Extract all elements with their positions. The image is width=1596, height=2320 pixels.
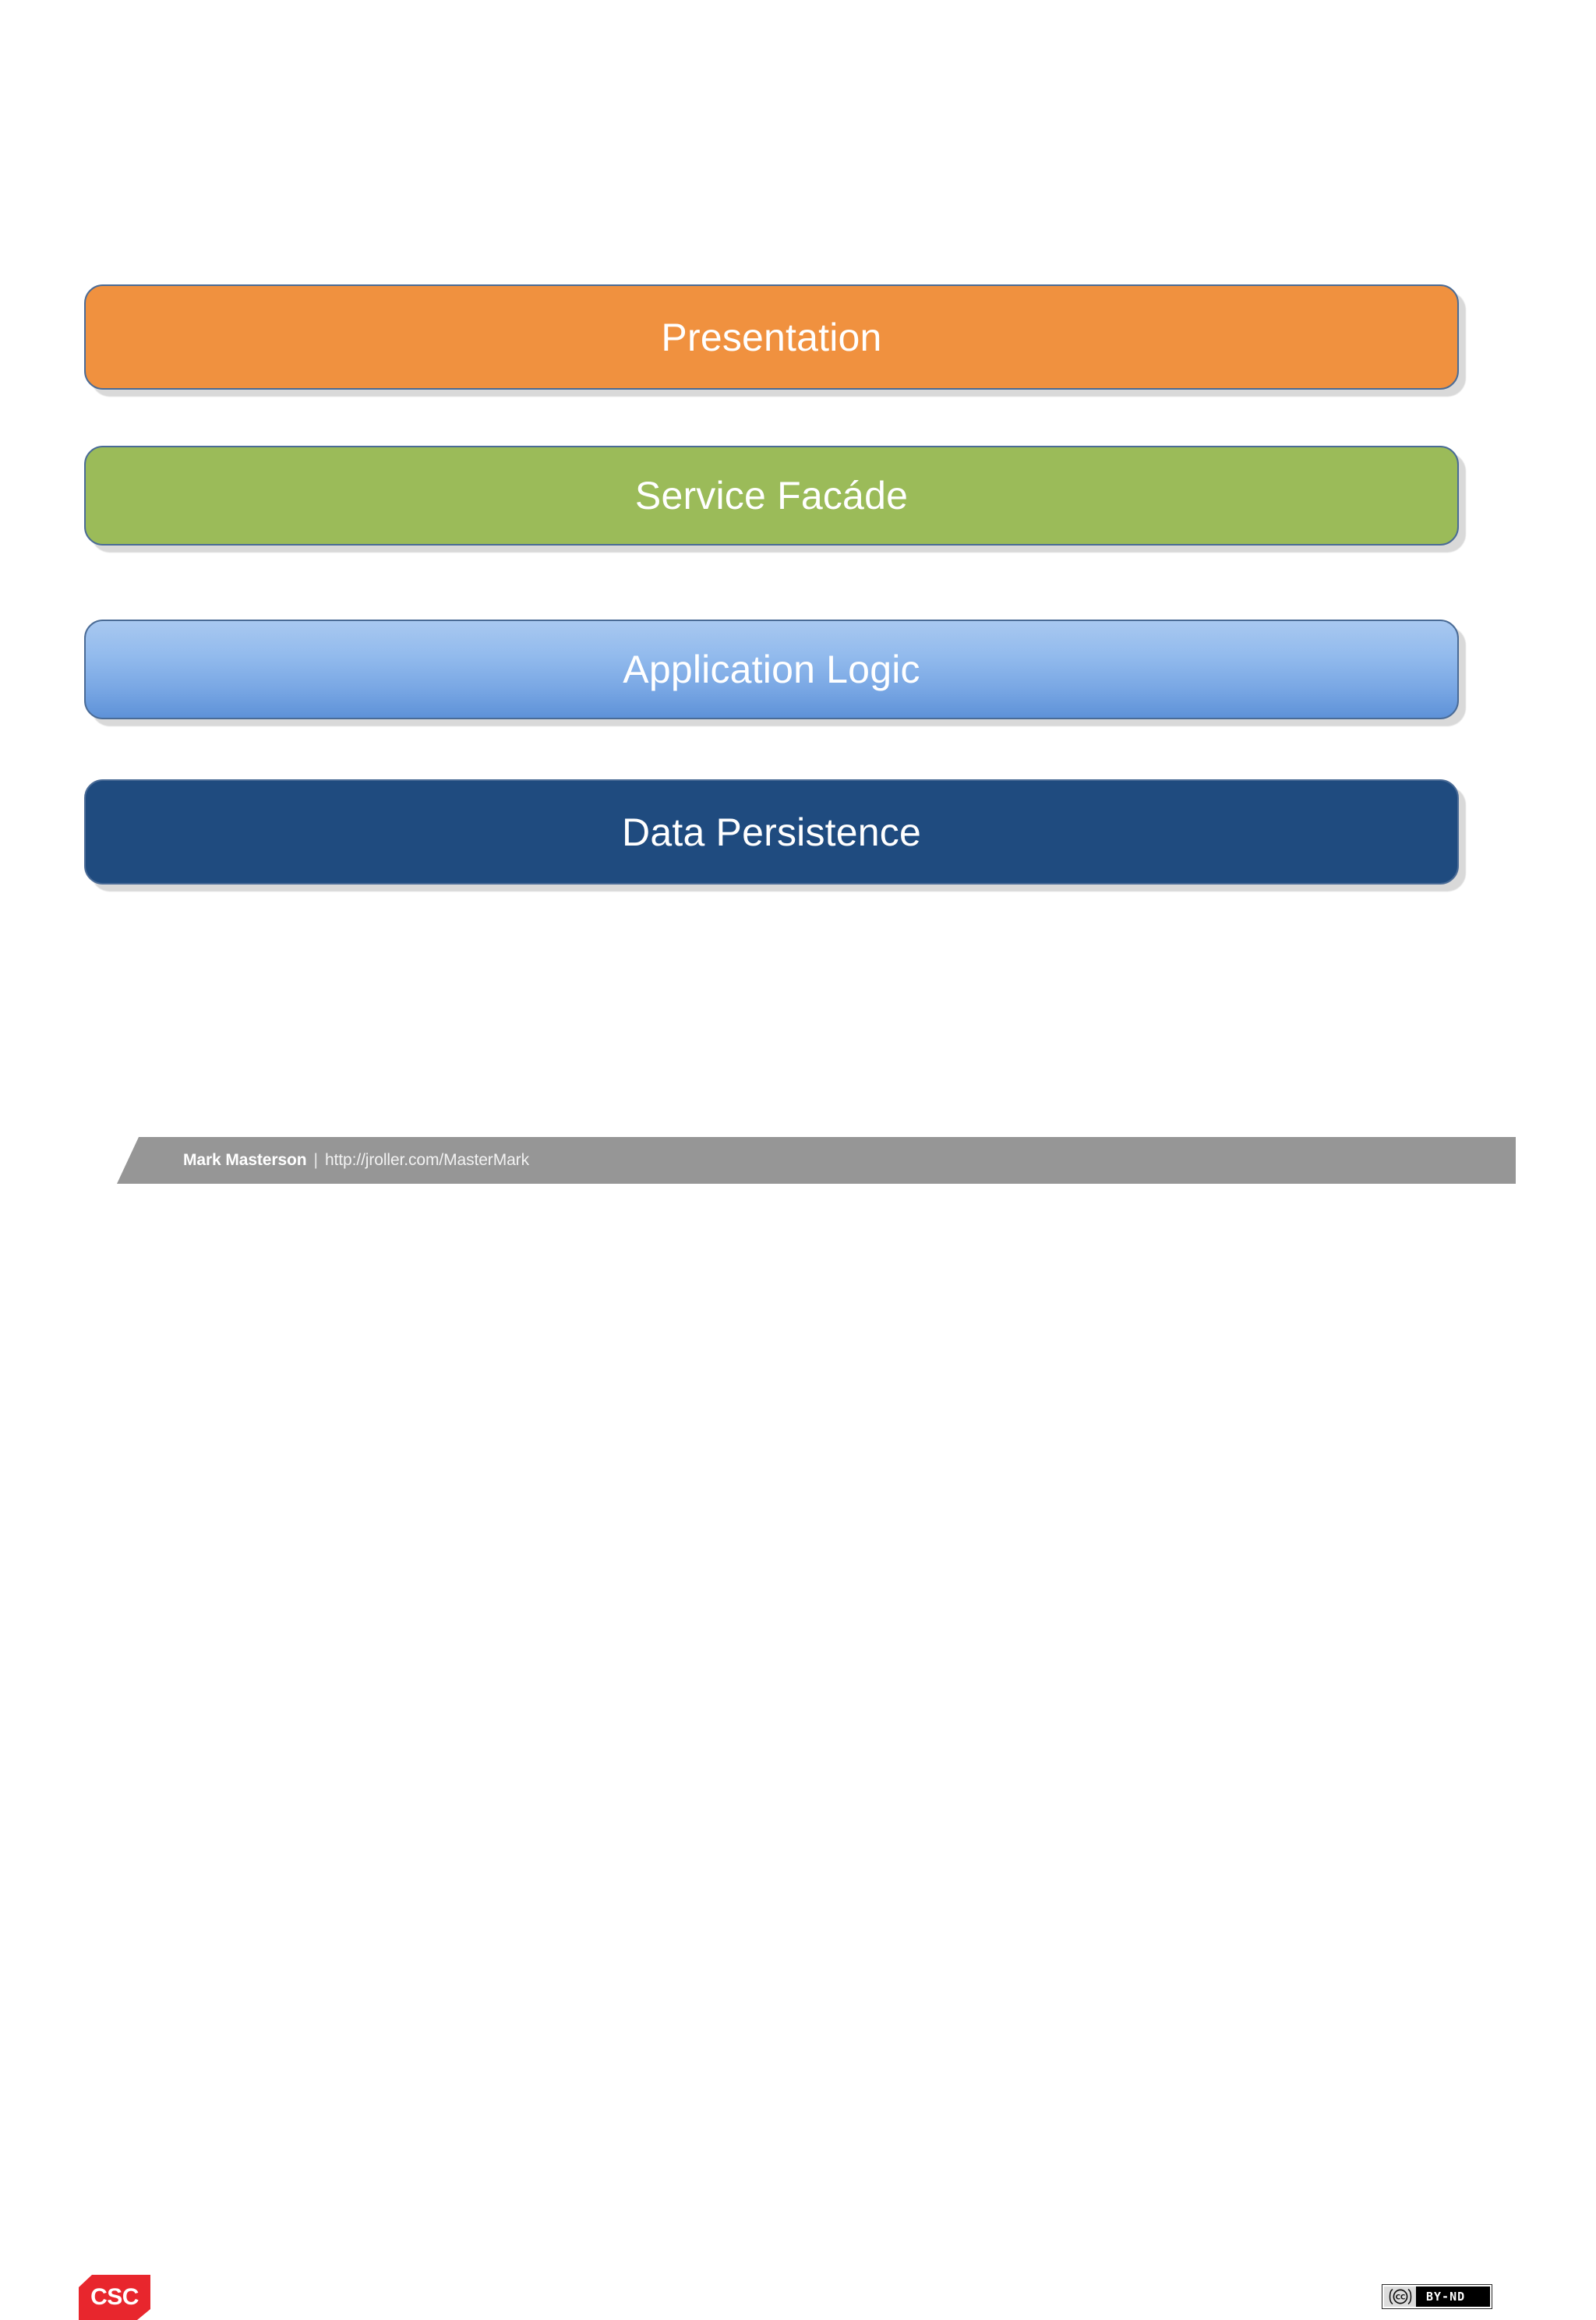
layer-bar-application-logic: Application Logic: [84, 620, 1459, 719]
creative-commons-icon: CC: [1384, 2286, 1416, 2307]
svg-text:CC: CC: [1395, 2294, 1405, 2302]
slide-canvas: Presentation Service Facáde Application …: [0, 284, 1596, 2320]
footer-url-link[interactable]: http://jroller.com/MasterMark: [324, 1151, 529, 1169]
footer-separator: |: [313, 1151, 318, 1169]
csc-logo: CSC: [79, 2275, 150, 2320]
creative-commons-badge[interactable]: CC BY-ND: [1382, 2284, 1492, 2309]
footer-author-name: Mark Masterson: [183, 1151, 307, 1169]
footer-attribution: Mark Masterson | http://jroller.com/Mast…: [183, 1137, 529, 1184]
layer-bar-presentation: Presentation: [84, 284, 1459, 390]
layer-label-service-facade: Service Facáde: [634, 474, 909, 517]
layer-bar-data-persistence: Data Persistence: [84, 779, 1459, 885]
footer-background-bar: [117, 1137, 1516, 1184]
creative-commons-terms: BY-ND: [1426, 2289, 1466, 2304]
layer-label-data-persistence: Data Persistence: [622, 810, 921, 854]
layer-bar-service-facade: Service Facáde: [84, 446, 1459, 546]
layer-stack-diagram: Presentation Service Facáde Application …: [84, 284, 1466, 892]
csc-logo-text: CSC: [90, 2283, 139, 2310]
layer-label-application-logic: Application Logic: [623, 648, 920, 691]
slide-footer: CSC Mark Masterson | http://jroller.com/…: [0, 1137, 1596, 2320]
layer-label-presentation: Presentation: [661, 315, 882, 359]
